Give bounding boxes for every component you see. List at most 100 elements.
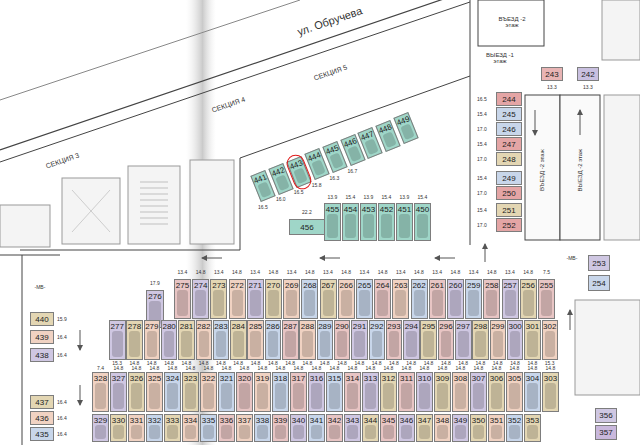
space-number: 270 [267,281,280,290]
dimension-label: 15.4 [477,176,487,181]
space-number: 248 [502,155,515,164]
parking-space: 314 [344,372,361,412]
car-picture [527,425,538,439]
space-number: 353 [526,416,539,425]
stairs [140,182,168,224]
parking-space: 274 [192,279,209,319]
parking-space: 346 [398,414,415,442]
space-number: 319 [256,374,269,383]
parking-space: 311 [398,372,415,412]
dimension-label: 14.8 [424,361,434,366]
car-picture [414,290,425,316]
parking-space: 456 [289,219,325,235]
car-picture [491,383,502,409]
space-number: 309 [436,374,449,383]
car-picture [354,331,365,357]
dimension-label: 13.3 [547,85,557,90]
car-picture [383,425,394,439]
parking-space: 263 [392,279,409,319]
space-number: 322 [202,374,215,383]
direction-arrow [80,385,81,405]
dimension-label: 16.4 [57,353,67,358]
car-picture [213,290,224,316]
parking-boundary [20,0,470,250]
space-number: 321 [220,374,233,383]
parking-space: 253 [588,255,610,271]
dimension-label: 13.4 [469,270,479,275]
car-picture [437,425,448,439]
parking-wall [470,76,471,245]
direction-arrow [580,110,581,135]
car-picture [363,214,374,238]
room [62,178,120,244]
car-picture [509,383,520,409]
direction-arrow [535,110,536,135]
dimension-label: 14.8 [348,366,358,371]
car-picture [545,331,556,357]
car-picture [341,290,352,316]
direction-arrow [435,258,455,259]
ramp [525,95,560,240]
space-number: 329 [94,416,107,425]
parking-space: 323 [182,372,199,412]
parking-space: 268 [301,279,318,319]
space-number: 453 [362,205,375,214]
car-picture [473,383,484,409]
space-number: 317 [292,374,305,383]
car-picture [112,331,123,357]
space-number: 271 [249,281,262,290]
space-number: 456 [300,223,313,232]
car-picture [523,290,534,316]
car-picture [221,383,232,409]
car-picture [365,425,376,439]
space-number: 323 [184,374,197,383]
inner-wall [0,2,470,162]
dimension-label: 16.4 [57,432,67,437]
dimension-label: 13.9 [400,195,410,200]
car-picture [417,214,428,238]
dimension-label: 14.8 [232,270,242,275]
car-picture [455,425,466,439]
dimension-label: 14.8 [222,366,232,371]
car-picture [164,331,175,357]
space-number: 280 [162,322,175,331]
outer-wall [0,255,60,256]
parking-space: 304 [524,372,541,412]
ramp [478,0,544,46]
dimension-label: 15.8 [312,183,322,188]
space-number: 266 [340,281,353,290]
space-number: 254 [592,279,605,288]
parking-space: 303 [542,372,559,412]
space-number: 451 [398,205,411,214]
space-number: 263 [394,281,407,290]
dimension-label: 16.5 [477,97,487,102]
parking-space: 307 [470,372,487,412]
dimension-label: 17.0 [477,223,487,228]
parking-space: 340 [290,414,307,442]
dimension-label: 14.8 [384,366,394,371]
space-number: 455 [326,205,339,214]
dimension-label: 14.8 [147,361,157,366]
space-number: 335 [202,416,215,425]
space-number: 316 [310,374,323,383]
space-number: 287 [284,322,297,331]
dimension-label: 14.8 [474,366,484,371]
dimension-label: 16.4 [57,400,67,405]
car-picture [347,383,358,409]
parking-space: 291 [351,320,368,360]
space-number: 281 [180,322,193,331]
space-number: 435 [35,430,48,439]
space-number: 307 [472,374,485,383]
car-picture [505,290,516,316]
car-picture [509,425,520,439]
parking-space: 319 [254,372,271,412]
car-picture [527,331,538,357]
parking-space: 284 [230,320,247,360]
space-number: 268 [303,281,316,290]
parking-space: 269 [283,279,300,319]
dimension-label: 14.8 [420,366,430,371]
car-picture [468,290,479,316]
elevator-shaft [72,190,110,232]
space-number: 282 [197,322,210,331]
ramp-label: ВЫЕЗД -1 этаж [485,52,515,65]
